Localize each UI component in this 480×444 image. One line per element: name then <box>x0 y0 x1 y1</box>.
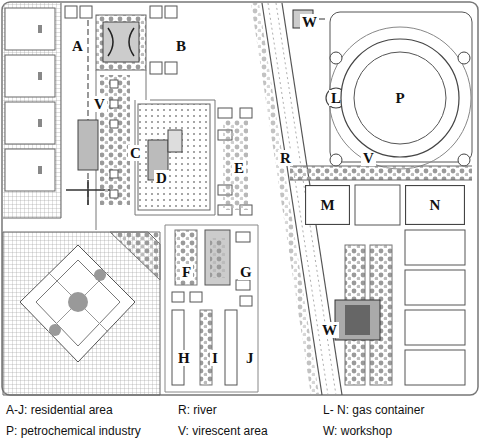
area-letter: J <box>244 350 256 366</box>
legend-text: R: river <box>178 403 217 417</box>
node-letter: N <box>428 197 443 213</box>
area-letter: D <box>154 170 169 186</box>
area-letter: W <box>300 14 319 30</box>
area-letter: E <box>232 160 246 176</box>
node-letter: M <box>318 197 336 213</box>
legend-text: V: virescent area <box>178 424 268 438</box>
area-letter: V <box>92 96 107 112</box>
gas-container-box: N <box>405 185 465 225</box>
legend-text: A-J: residential area <box>6 403 113 417</box>
area-letter: H <box>176 350 192 366</box>
area-letter: B <box>174 38 188 54</box>
legend-text: L- N: gas container <box>323 403 424 417</box>
legend-text: P: petrochemical industry <box>6 424 141 438</box>
area-letter: A <box>70 38 85 54</box>
legend-text: W: workshop <box>323 424 392 438</box>
area-letter: I <box>210 350 220 366</box>
area-letter: W <box>320 322 339 338</box>
area-letter: G <box>238 264 254 280</box>
area-letter: C <box>128 145 143 161</box>
petrochemical-tank: P <box>340 38 460 158</box>
area-letter: F <box>180 264 193 280</box>
node-letter: P <box>393 90 406 106</box>
gas-container-box: M <box>305 185 350 225</box>
area-letter: R <box>278 150 293 166</box>
area-letter: V <box>361 150 376 166</box>
